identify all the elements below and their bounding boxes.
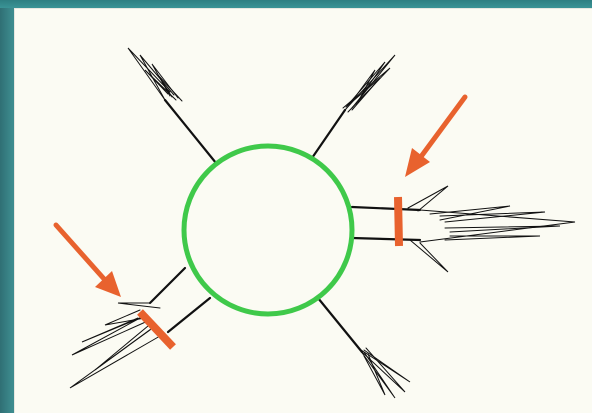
marker-right <box>398 197 399 246</box>
cell-body-circle <box>184 146 352 314</box>
marker-lower-left <box>140 312 173 347</box>
arrow-lower-left <box>56 225 121 297</box>
process-lower-right <box>318 298 410 398</box>
arrow-upper-right <box>405 97 465 177</box>
process-upper-right <box>312 55 395 158</box>
process-lower-left <box>70 268 210 388</box>
process-upper-left <box>128 48 216 163</box>
process-right <box>352 186 575 272</box>
